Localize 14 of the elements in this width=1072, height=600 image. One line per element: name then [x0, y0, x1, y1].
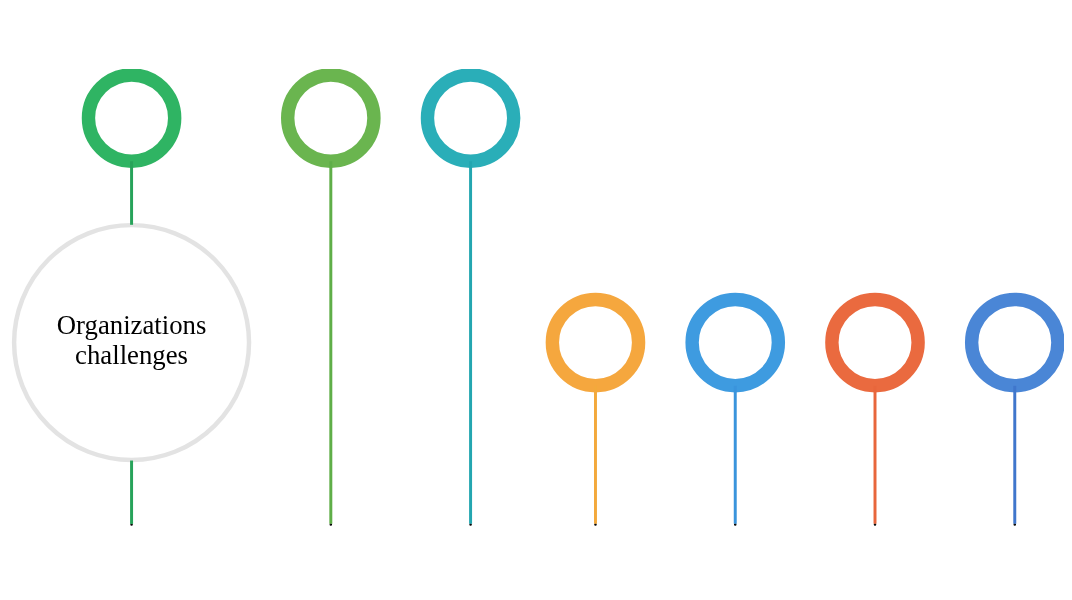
node-circle: Organizations challenges — [11, 222, 252, 463]
node-circle — [685, 292, 786, 393]
connector — [1013, 385, 1017, 524]
connector — [130, 460, 134, 524]
node-circle — [545, 292, 646, 393]
connector — [130, 161, 134, 225]
node-circle — [825, 292, 925, 393]
node-circle — [964, 292, 1064, 393]
connector — [733, 385, 737, 524]
connector — [469, 161, 473, 524]
connector — [329, 161, 333, 524]
node-circle — [81, 69, 182, 168]
node-circle — [420, 69, 521, 168]
node-circle — [281, 69, 381, 168]
